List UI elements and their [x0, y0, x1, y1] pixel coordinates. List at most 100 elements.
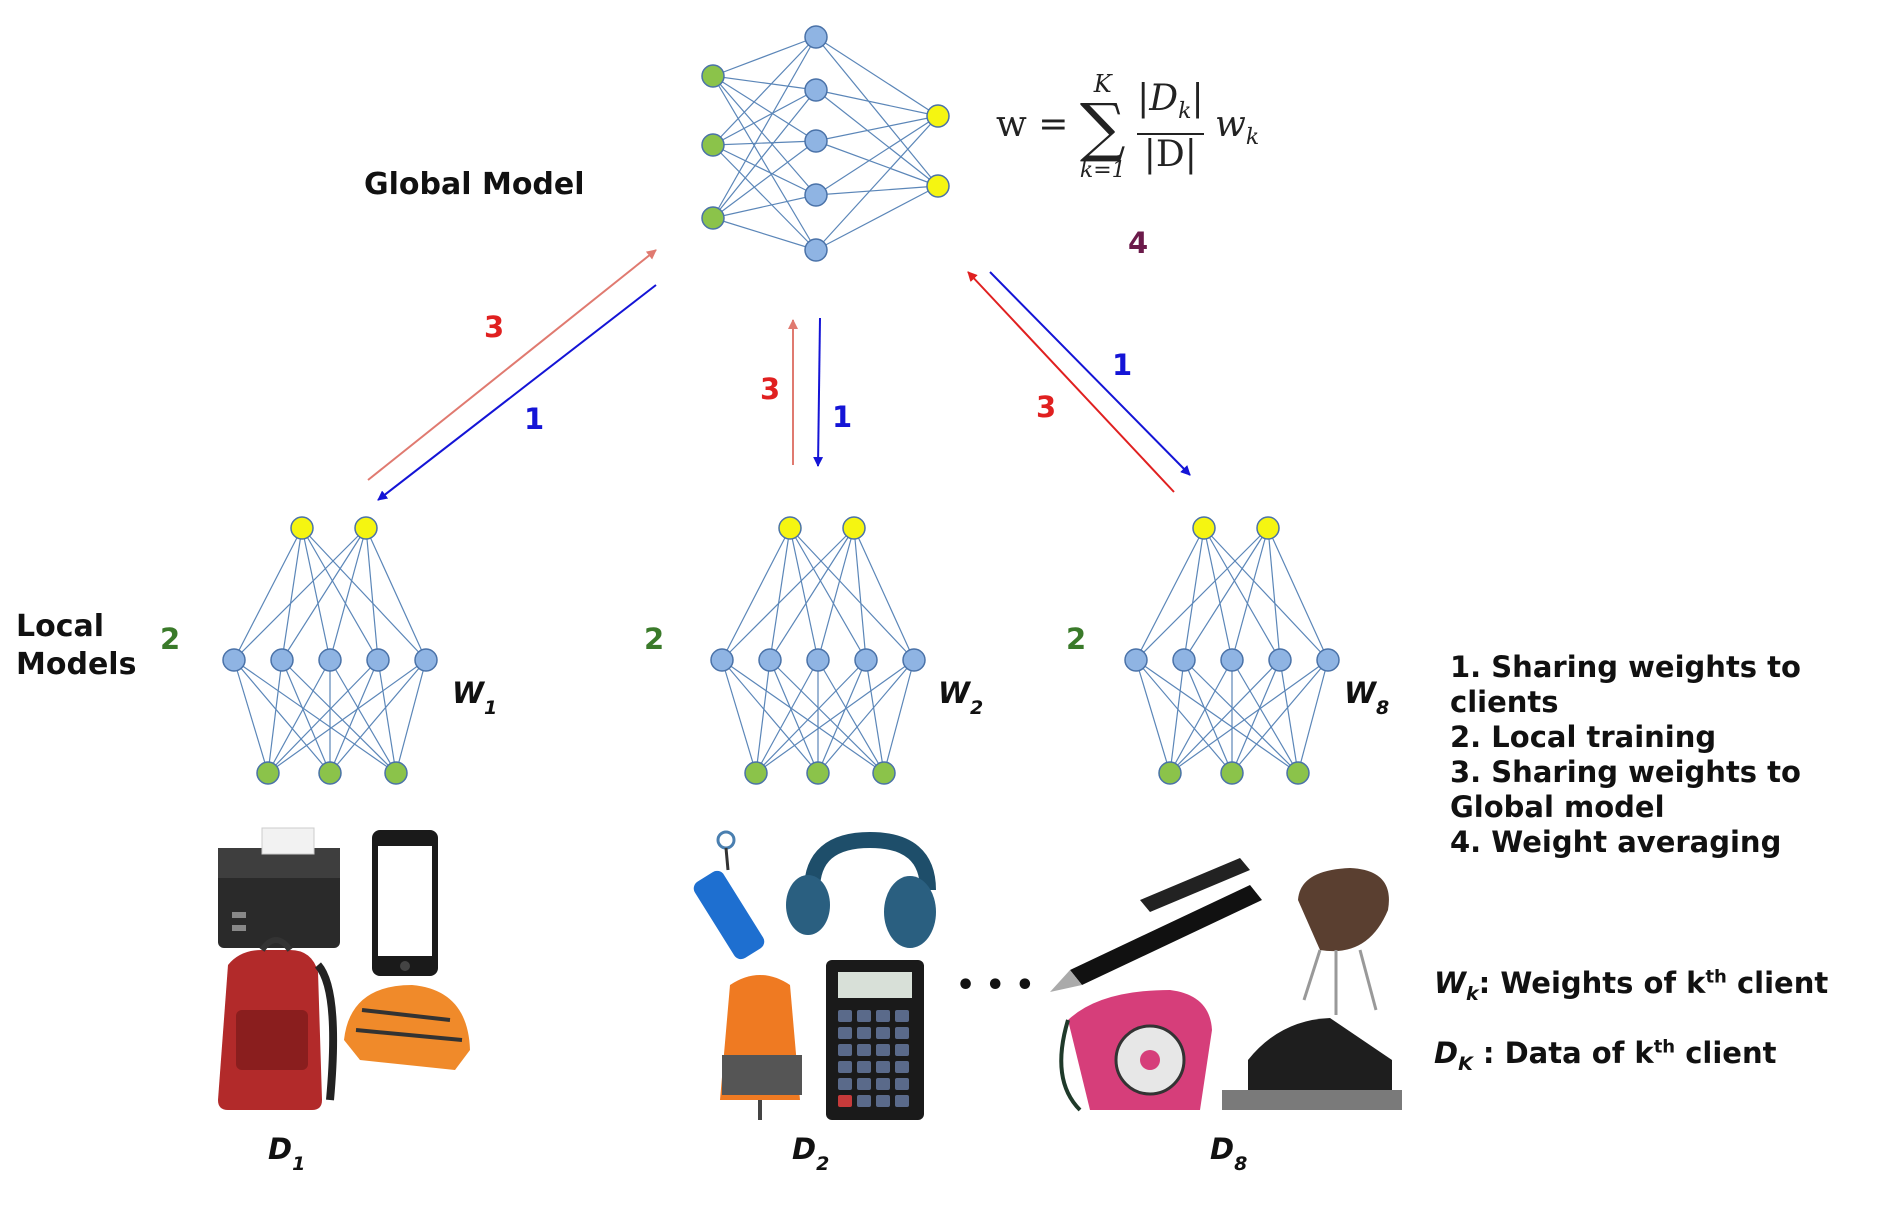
hidden-node	[758, 648, 782, 672]
headphones-icon	[786, 831, 936, 948]
output-node	[842, 516, 866, 540]
calculator-key	[895, 1061, 909, 1073]
network-edge	[815, 36, 939, 187]
network-edge	[1183, 659, 1299, 774]
client-3-weight-label: W8	[1344, 676, 1390, 719]
network-edge	[301, 527, 379, 661]
network-edge	[815, 185, 939, 251]
network-edge	[817, 659, 885, 774]
step-2-client-1: 2	[160, 622, 181, 656]
calculator-key	[895, 1010, 909, 1022]
step-2-client-2: 2	[644, 622, 665, 656]
network-edge	[721, 659, 757, 774]
network-edge	[712, 36, 817, 146]
input-node	[701, 206, 725, 230]
local-model-network-3	[1124, 516, 1340, 785]
legend-item: 2. Local training	[1450, 720, 1717, 754]
network-edge	[712, 75, 817, 251]
water-bottle-icon	[693, 830, 765, 960]
network-edge	[329, 659, 379, 774]
hidden-node	[1124, 648, 1148, 672]
calculator-key	[838, 1010, 852, 1022]
step-3-left: 3	[484, 310, 505, 344]
hidden-node	[804, 183, 828, 207]
network-edge	[883, 659, 915, 774]
hidden-node	[804, 129, 828, 153]
calculator-key	[857, 1044, 871, 1056]
network-edge	[755, 659, 915, 774]
network-edge	[267, 659, 283, 774]
calculator-key	[895, 1044, 909, 1056]
formula-sum: K ∑ k=1	[1080, 72, 1126, 182]
network-edge	[853, 527, 915, 661]
local-model-network-1	[222, 516, 438, 785]
hidden-node	[804, 25, 828, 49]
local-models-label-line1: Local	[16, 609, 105, 644]
network-edge	[1231, 527, 1269, 661]
calculator-key	[857, 1078, 871, 1090]
network-edge	[1183, 659, 1233, 774]
network-edge	[865, 659, 885, 774]
input-node	[1286, 761, 1310, 785]
network-edge	[755, 659, 867, 774]
network-edge	[1231, 659, 1299, 774]
hidden-node	[222, 648, 246, 672]
steps-legend: 1. Sharing weights to clients 2. Local t…	[1450, 650, 1890, 860]
network-edge	[712, 144, 817, 251]
network-edge	[1183, 527, 1205, 661]
calculator-key	[857, 1095, 871, 1107]
network-edge	[267, 659, 379, 774]
weight-averaging-formula: w = K ∑ k=1 |Dk| |D| wk	[996, 70, 1260, 183]
network-edge	[233, 527, 303, 661]
network-edge	[365, 527, 427, 661]
output-node	[290, 516, 314, 540]
network-edge	[281, 659, 331, 774]
step-3-mid: 3	[760, 372, 781, 406]
network-edge	[1279, 659, 1299, 774]
network-edge	[329, 527, 367, 661]
arrow-return-left	[367, 249, 657, 481]
network-edge	[1135, 659, 1299, 774]
calculator-key	[876, 1027, 890, 1039]
network-edge	[712, 217, 817, 251]
input-node	[744, 761, 768, 785]
hidden-node	[804, 78, 828, 102]
arrow-send-left	[377, 284, 657, 501]
calculator-key	[876, 1061, 890, 1073]
fountain-pen-icon	[1050, 858, 1262, 992]
output-node	[926, 104, 950, 128]
input-node	[701, 133, 725, 157]
network-edge	[769, 527, 791, 661]
network-edge	[712, 36, 817, 77]
network-edge	[712, 75, 817, 196]
network-edge	[712, 89, 817, 219]
network-edge	[815, 140, 939, 187]
step-4-aggregate: 4	[1128, 226, 1149, 260]
network-edge	[233, 659, 397, 774]
hidden-node	[806, 648, 830, 672]
network-edge	[755, 659, 819, 774]
calculator-key	[838, 1027, 852, 1039]
network-edge	[721, 659, 885, 774]
calculator-key	[876, 1044, 890, 1056]
step-1-left: 1	[524, 402, 545, 436]
sum-lower: k=1	[1079, 158, 1126, 183]
formula-numerator: |Dk|	[1137, 78, 1204, 125]
input-node	[1220, 761, 1244, 785]
sum-upper: K	[1093, 70, 1112, 98]
network-edge	[815, 115, 939, 251]
hidden-node	[1172, 648, 1196, 672]
sum-symbol: ∑	[1079, 91, 1126, 165]
calculator-key	[838, 1095, 852, 1107]
network-edge	[789, 527, 915, 661]
output-node	[354, 516, 378, 540]
hidden-node	[902, 648, 926, 672]
network-edge	[769, 659, 885, 774]
network-edge	[712, 89, 817, 146]
network-edge	[755, 659, 771, 774]
client-1-weight-label: W1	[452, 676, 498, 719]
network-edge	[301, 527, 331, 661]
network-edge	[817, 659, 915, 774]
arrow-send-right	[989, 271, 1191, 476]
